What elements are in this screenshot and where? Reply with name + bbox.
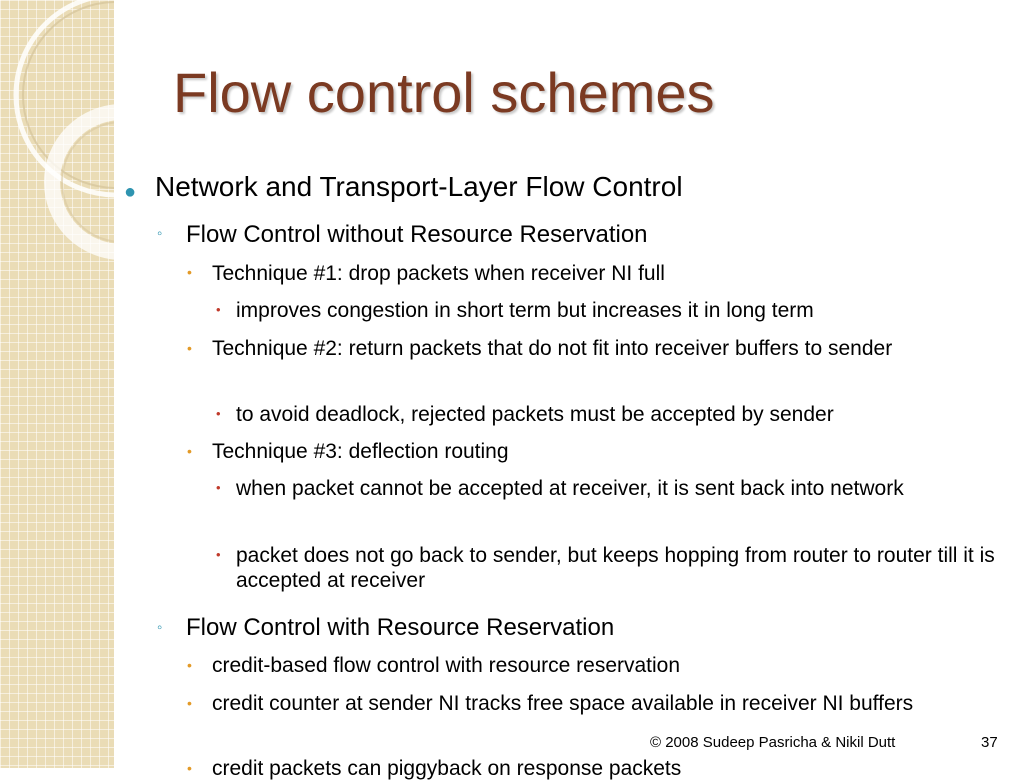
decorative-circles (13, 0, 114, 260)
bullet-level3: • (187, 443, 192, 459)
bullet-level3: • (187, 264, 192, 280)
bullet-item-level3: Technique #1: drop packets when receiver… (212, 262, 665, 285)
footer-copyright: © 2008 Sudeep Pasricha & Nikil Dutt (650, 734, 896, 751)
decorative-side-panel (0, 0, 114, 768)
bullet-item-level4: packet does not go back to sender, but k… (236, 544, 995, 593)
bullet-level2: ◦ (157, 619, 163, 636)
slide-number: 37 (981, 734, 998, 751)
bullet-item-level3: credit-based flow control with resource … (212, 654, 681, 677)
bullet-level4: • (216, 406, 221, 421)
bullet-level1: ● (124, 181, 137, 203)
bullet-item-level2: Flow Control with Resource Reservation (186, 614, 615, 641)
bullet-item-level4: to avoid deadlock, rejected packets must… (236, 403, 834, 426)
bullet-level4: • (216, 302, 221, 317)
bullet-level3: • (187, 760, 192, 776)
bullet-item-level3: credit packets can piggyback on response… (212, 757, 682, 780)
slide-title: Flow control schemes (173, 61, 715, 124)
bullet-level3: • (187, 695, 192, 711)
bullet-item-level2: Flow Control without Resource Reservatio… (186, 221, 648, 248)
bullet-item-level4: when packet cannot be accepted at receiv… (236, 477, 904, 500)
bullet-item-level3: Technique #3: deflection routing (212, 440, 509, 463)
bullet-level3: • (187, 657, 192, 673)
bullet-item-level4: improves congestion in short term but in… (236, 299, 814, 322)
bullet-item-level3: credit counter at sender NI tracks free … (212, 692, 914, 715)
bullet-level3: • (187, 340, 192, 356)
bullet-item-level1: Network and Transport-Layer Flow Control (155, 171, 683, 202)
bullet-level4: • (216, 547, 221, 562)
bullet-level2: ◦ (157, 225, 163, 242)
bullet-level4: • (216, 480, 221, 495)
bullet-item-level3: Technique #2: return packets that do not… (212, 337, 893, 360)
